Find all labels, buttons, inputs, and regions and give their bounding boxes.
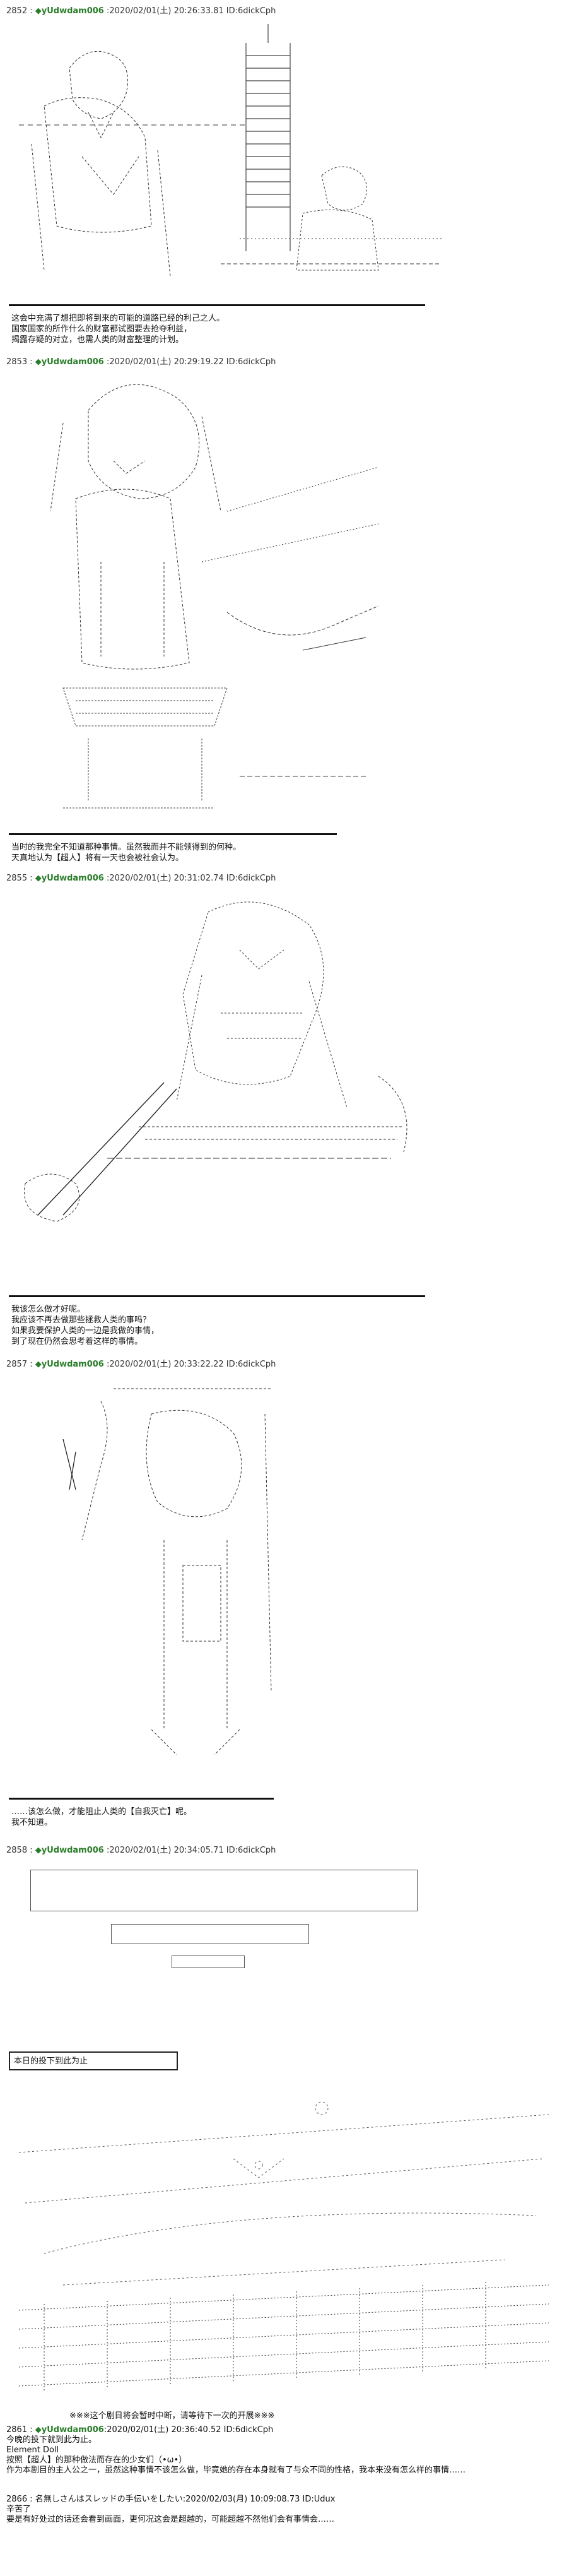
- ascii-art-scene-5: [6, 2077, 561, 2405]
- post-number: 2866 : 名無しさんはスレッドの手伝いをしたい: [6, 2495, 183, 2504]
- ascii-art-scene-4: [38, 1376, 416, 1780]
- footer-post-header: 2866 : 名無しさんはスレッドの手伝いをしたい:2020/02/03(月) …: [6, 2495, 335, 2505]
- today-end-box: 本日的投下到此为止: [9, 2051, 178, 2070]
- poster-name[interactable]: ◆yUdwdam006: [35, 2425, 104, 2435]
- post-header: 2857 : ◆yUdwdam006 :2020/02/01(土) 20:33:…: [6, 1357, 276, 1369]
- post-line: 天真地认为【超人】将有一天也会被社会认为。: [11, 853, 184, 863]
- post-id[interactable]: ID:Udux: [302, 2495, 336, 2504]
- post-line: 我应该不再去做那些拯救人类的事吗？: [11, 1315, 151, 1325]
- post-line: 揭露存疑的对立，也需人类的财富整理的计划。: [11, 335, 184, 345]
- post-line: 按照【超人】的那种做法而存在的少女们（•ω•）: [6, 2455, 187, 2465]
- post-line: Element Doll: [6, 2445, 59, 2455]
- post-id[interactable]: ID:6dickCph: [223, 2425, 274, 2435]
- poster-name[interactable]: ◆yUdwdam006: [35, 6, 104, 16]
- blank-panel-medium: [111, 1924, 309, 1944]
- post-body: 我该怎么做才好呢。我应该不再去做那些拯救人类的事吗？如果我要保护人类的一边是我做…: [11, 1304, 159, 1347]
- post-id[interactable]: ID:6dickCph: [226, 6, 276, 16]
- post-header: 2852 : ◆yUdwdam006 :2020/02/01(土) 20:26:…: [6, 4, 276, 16]
- post-line: ……该怎么做，才能阻止人类的【自我灭亡】呢。: [11, 1807, 192, 1817]
- post-line: 如果我要保护人类的一边是我做的事情，: [11, 1326, 160, 1336]
- post-date: :2020/02/03(月) 10:09:08.73: [182, 2495, 300, 2504]
- post-number: 2857 :: [6, 1360, 33, 1369]
- footer-post-header: 2861 : ◆yUdwdam006:2020/02/01(土) 20:36:4…: [6, 2425, 466, 2435]
- footer-post-2861: 2861 : ◆yUdwdam006:2020/02/01(土) 20:36:4…: [6, 2425, 466, 2476]
- post-line: 作为本剧目的主人公之一，虽然这种事情不该怎么做，毕竟她的存在本身就有了与众不同的…: [6, 2466, 466, 2475]
- post-line: 要是有好处过的话还会看到画面，更何况这会是超越的，可能超越不然他们会有事情会……: [6, 2515, 335, 2524]
- divider: [9, 833, 337, 835]
- blank-panel-small: [172, 1956, 245, 1968]
- post-number: 2852 :: [6, 6, 33, 16]
- post-number: 2855 :: [6, 874, 33, 883]
- post-line: 我不知道。: [11, 1818, 53, 1827]
- ascii-art-scene-1: [6, 18, 448, 302]
- post-date: :2020/02/01(土) 20:36:40.52: [103, 2425, 221, 2435]
- post-header: 2855 : ◆yUdwdam006 :2020/02/01(土) 20:31:…: [6, 871, 276, 883]
- post-header: 2858 : ◆yUdwdam006 :2020/02/01(土) 20:34:…: [6, 1843, 276, 1855]
- post-line: 当时的我完全不知道那种事情。虽然我而并不能领得到的何种。: [11, 843, 242, 852]
- poster-name[interactable]: ◆yUdwdam006: [35, 1846, 104, 1855]
- divider: [9, 1798, 274, 1800]
- post-id[interactable]: ID:6dickCph: [226, 1360, 276, 1369]
- footer-post-2866: 2866 : 名無しさんはスレッドの手伝いをしたい:2020/02/03(月) …: [6, 2495, 335, 2525]
- post-body: ……该怎么做，才能阻止人类的【自我灭亡】呢。我不知道。: [11, 1807, 192, 1828]
- post-line: 我该怎么做才好呢。: [11, 1305, 86, 1314]
- divider: [9, 304, 425, 306]
- ascii-art-scene-3: [13, 887, 454, 1234]
- post-header: 2853 : ◆yUdwdam006 :2020/02/01(土) 20:29:…: [6, 355, 276, 367]
- post-body: 这会中充满了想把即将到来的可能的道路已经的利己之人。国家国家的所作什么的财富都试…: [11, 313, 225, 345]
- post-number: 2853 :: [6, 357, 33, 367]
- post-line: 辛苦了: [6, 2505, 32, 2514]
- poster-name[interactable]: ◆yUdwdam006: [35, 874, 104, 883]
- post-date: :2020/02/01(土) 20:26:33.81: [107, 6, 224, 16]
- post-date: :2020/02/01(土) 20:31:02.74: [107, 874, 224, 883]
- poster-name[interactable]: ◆yUdwdam006: [35, 1360, 104, 1369]
- poster-name[interactable]: ◆yUdwdam006: [35, 357, 104, 367]
- post-number: 2861 :: [6, 2425, 33, 2435]
- post-line: 到了现在仍然会思考着这样的事情。: [11, 1337, 143, 1346]
- post-date: :2020/02/01(土) 20:29:19.22: [107, 357, 224, 367]
- intermission-caption: ※※※这个剧目将会暂时中断，请等待下一次的开展※※※: [69, 2411, 275, 2421]
- post-date: :2020/02/01(土) 20:33:22.22: [107, 1360, 224, 1369]
- post-id[interactable]: ID:6dickCph: [226, 357, 276, 367]
- post-body: 当时的我完全不知道那种事情。虽然我而并不能领得到的何种。天真地认为【超人】将有一…: [11, 842, 241, 864]
- ascii-art-scene-2: [38, 372, 416, 827]
- today-end-label: 本日的投下到此为止: [14, 2057, 88, 2066]
- post-id[interactable]: ID:6dickCph: [226, 1846, 276, 1855]
- post-line: 国家国家的所作什么的财富都试图要去抢夺利益，: [11, 324, 192, 334]
- post-number: 2858 :: [6, 1846, 33, 1855]
- divider: [9, 1295, 425, 1297]
- post-id[interactable]: ID:6dickCph: [226, 874, 276, 883]
- blank-panel-large: [30, 1870, 418, 1911]
- post-line: 这会中充满了想把即将到来的可能的道路已经的利己之人。: [11, 314, 225, 323]
- post-line: 今晚的投下就到此为止。: [6, 2435, 97, 2445]
- post-date: :2020/02/01(土) 20:34:05.71: [107, 1846, 224, 1855]
